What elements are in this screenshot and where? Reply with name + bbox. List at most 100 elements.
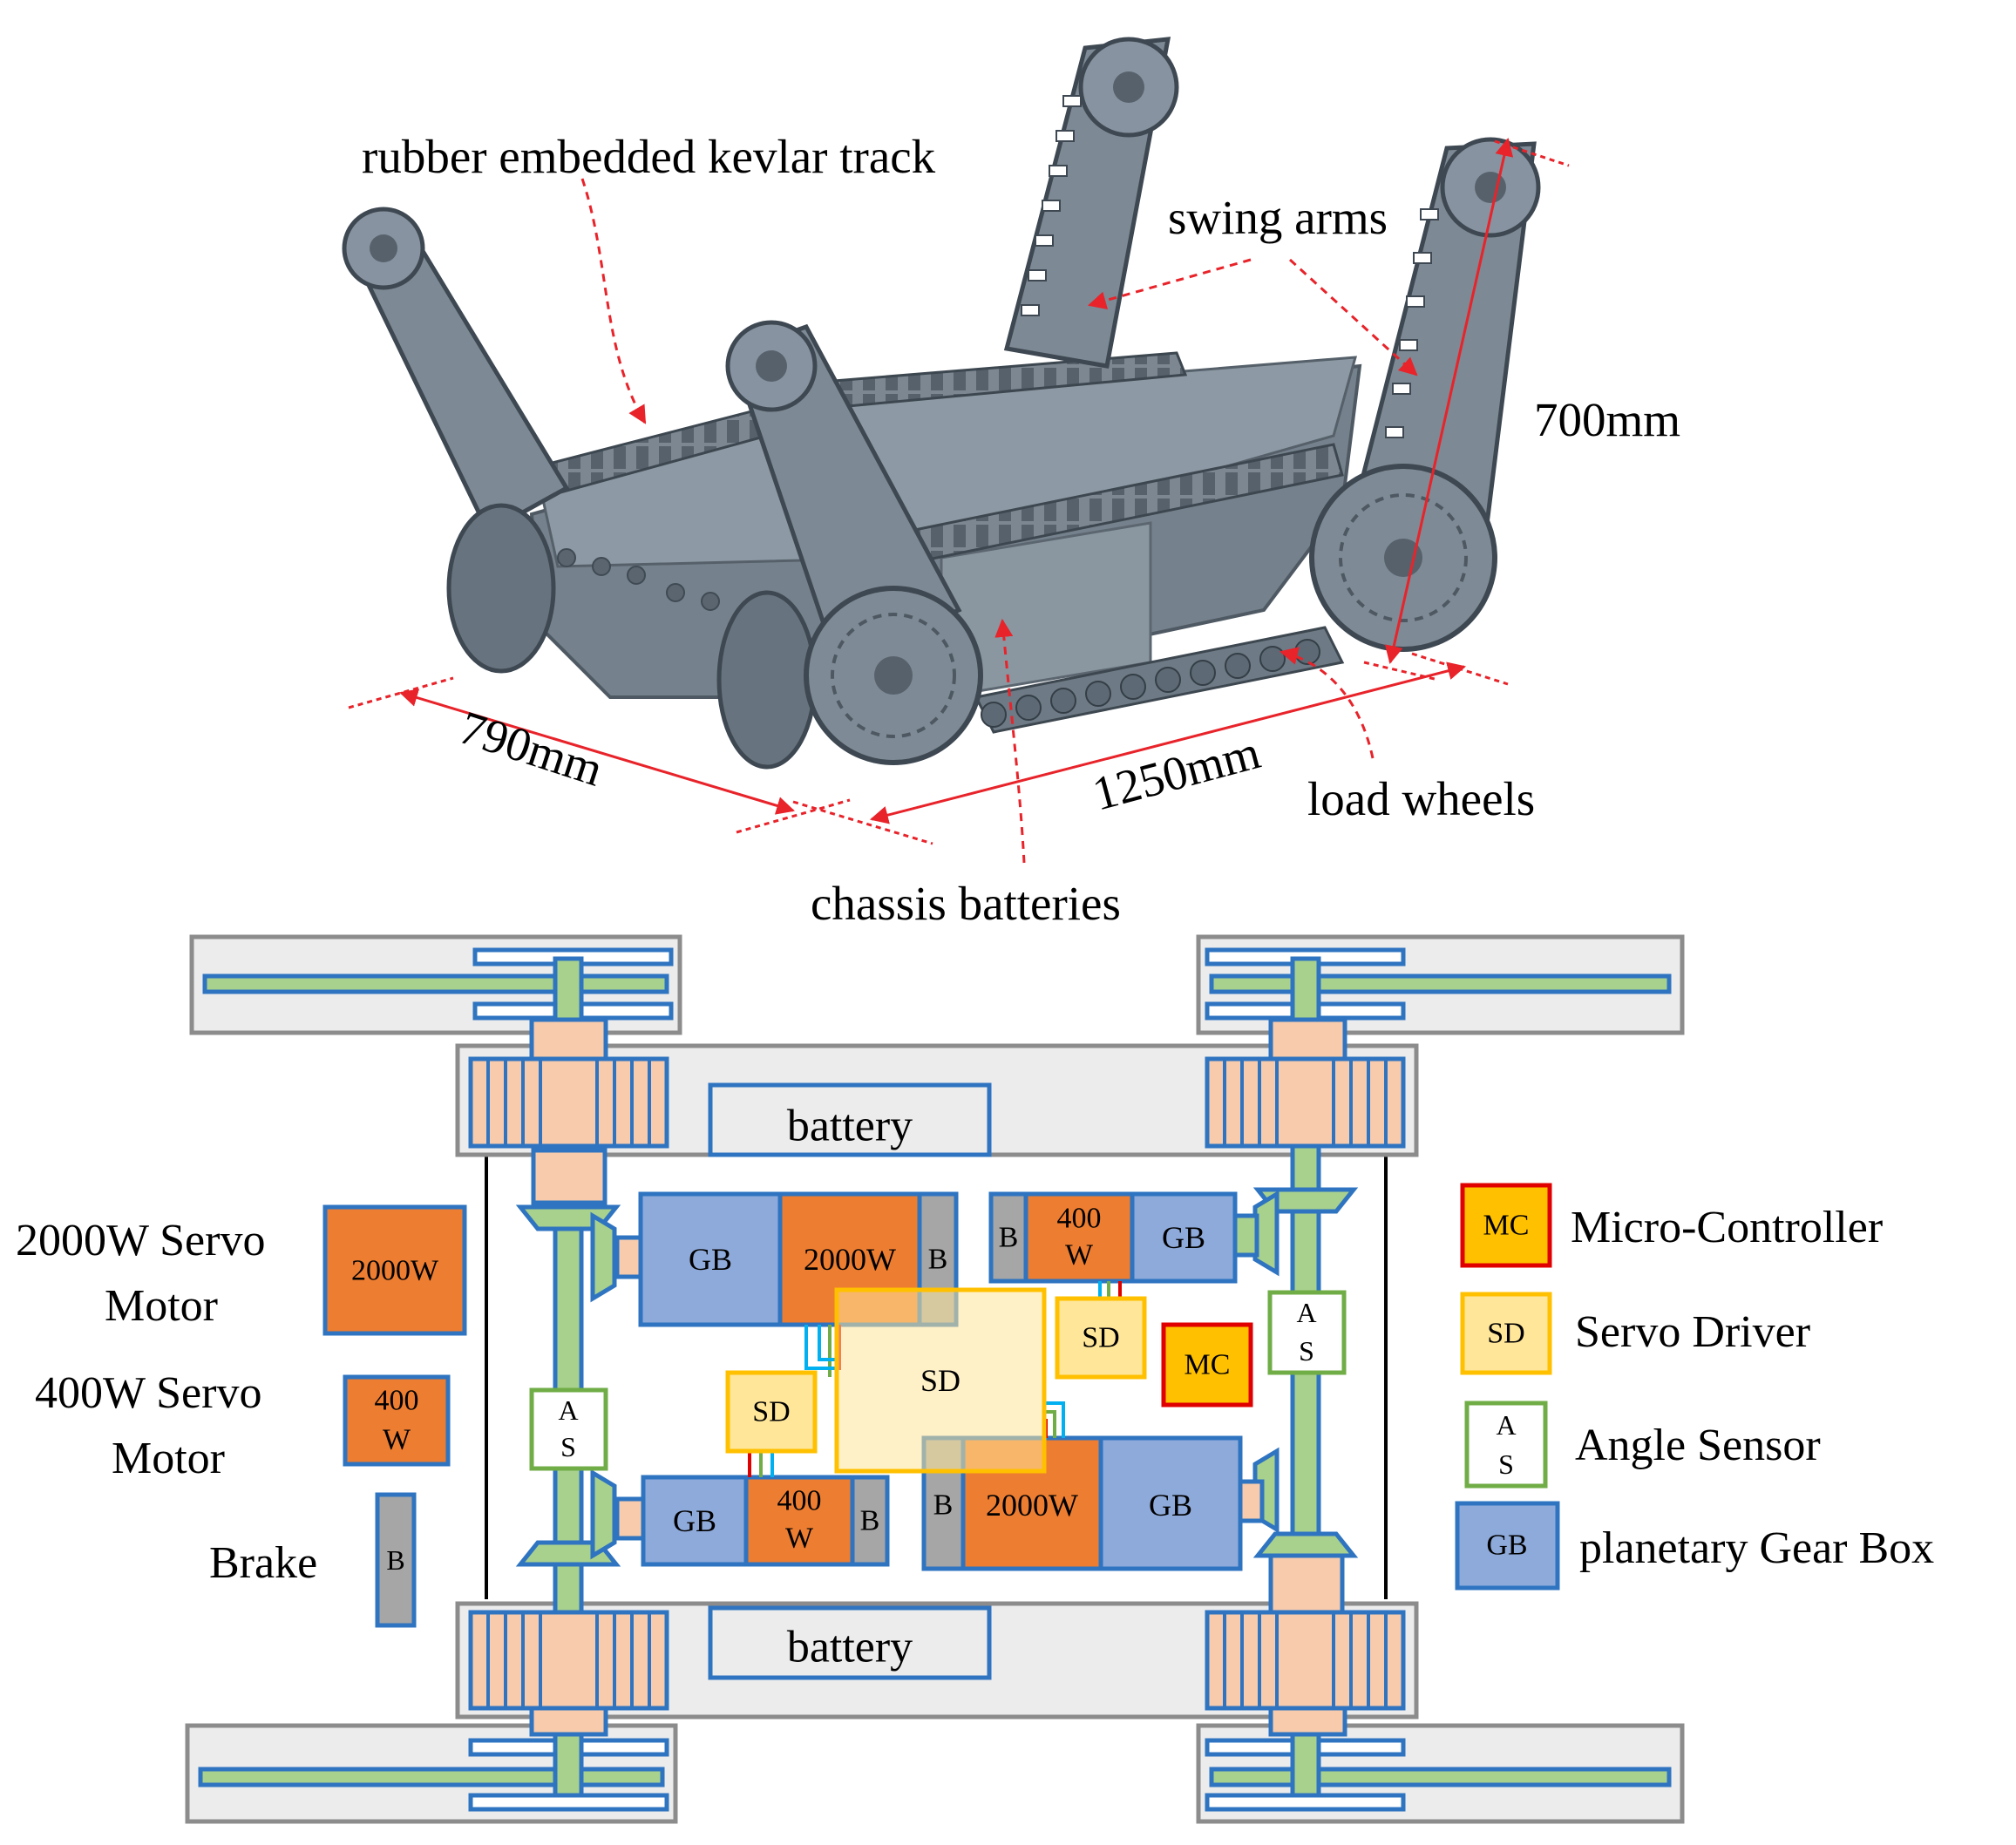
- legend-400w-swatch-label-2: W: [383, 1424, 411, 1456]
- micro-controller: [1161, 1322, 1253, 1407]
- height-dim: [1384, 137, 1514, 665]
- servo-driver-main: [834, 1287, 1047, 1474]
- label-width: 790mm: [453, 701, 609, 797]
- battery-top-label: battery: [787, 1102, 913, 1151]
- robot-illustration: rubber embedded kevlar track swing arms …: [342, 37, 1680, 930]
- coupler-tl: [531, 1148, 608, 1205]
- legend-2000w-swatch-label: 2000W: [351, 1255, 439, 1287]
- hub-back-right: [1113, 71, 1144, 103]
- legend-2000w-swatch: [322, 1204, 467, 1336]
- legend-2000w-line1: 2000W Servo: [16, 1216, 265, 1265]
- legend-brake-swatch-label: B: [386, 1544, 404, 1576]
- drive-unit-top-right: B 400 W GB: [988, 1191, 1259, 1284]
- right-legend: MC Micro-Controller SD Servo Driver A S …: [1455, 1183, 1934, 1591]
- side-ports: [557, 548, 720, 611]
- brake: [850, 1475, 890, 1567]
- angle-sensor-left-label-1: A: [558, 1394, 578, 1426]
- legend-gb-swatch: [1455, 1501, 1560, 1591]
- angle-sensor-left-label-2: S: [560, 1431, 576, 1462]
- angle-sensor-right: [1267, 1290, 1347, 1375]
- gearbox-label: GB: [1149, 1488, 1192, 1523]
- tread-teeth-back-right: [1021, 95, 1082, 316]
- servo-driver-small-bottom-label: SD: [752, 1396, 790, 1428]
- battery-bottom-box: [708, 1605, 992, 1680]
- batteries-leader: [994, 618, 1026, 864]
- gearbox: [641, 1475, 749, 1567]
- battery-top-box: [708, 1082, 992, 1157]
- micro-controller-label: MC: [1184, 1349, 1231, 1381]
- hub-back-left: [370, 234, 397, 262]
- track-leader: [580, 178, 647, 424]
- legend-gb-swatch-label: GB: [1486, 1530, 1527, 1562]
- motor-label: 2000W: [804, 1242, 896, 1277]
- legend-sd-swatch: [1460, 1292, 1552, 1375]
- swing-arms-leader-left: [1087, 258, 1252, 309]
- width-ext-left: [348, 676, 454, 709]
- legend-as-label: Angle Sensor: [1575, 1421, 1821, 1470]
- legend-2000w-line2: Motor: [105, 1281, 218, 1331]
- legend-gb-label: planetary Gear Box: [1579, 1523, 1934, 1573]
- legend-mc-swatch-label: MC: [1483, 1210, 1530, 1242]
- bevel-side-2: [590, 1469, 617, 1560]
- drive-unit-bottom-left: GB 400 W B: [614, 1475, 890, 1567]
- gearbox: [1130, 1191, 1238, 1284]
- label-track: rubber embedded kevlar track: [362, 130, 936, 183]
- motor-label-2: W: [785, 1523, 814, 1555]
- hub-front-left-wheel: [874, 656, 913, 695]
- gearbox-label: GB: [689, 1242, 732, 1277]
- servo-driver-small-top: [1055, 1296, 1147, 1380]
- gearbox: [1098, 1435, 1243, 1571]
- legend-400w-line2: Motor: [112, 1434, 225, 1483]
- legend-as-swatch-label-2: S: [1498, 1448, 1514, 1480]
- legend-400w-line1: 400W Servo: [35, 1368, 261, 1418]
- brake-label: B: [860, 1505, 880, 1537]
- sprockets: [468, 1056, 1406, 1711]
- legend-brake: Brake: [209, 1538, 317, 1588]
- load-wheels-leader: [1279, 647, 1375, 759]
- brake-label: B: [999, 1222, 1019, 1254]
- legend-400w-swatch-label-1: 400: [375, 1385, 419, 1417]
- battery-bottom-label: battery: [787, 1623, 913, 1672]
- track-shafts: [198, 973, 1672, 1787]
- drivetrain-schematic: battery battery GB 2000W B B 400 W GB: [185, 934, 1685, 1824]
- motor-label: 2000W: [986, 1488, 1078, 1523]
- brake-label: B: [933, 1489, 954, 1522]
- legend-sd-swatch-label: SD: [1487, 1318, 1524, 1350]
- legend-as-swatch-label-1: A: [1496, 1409, 1516, 1441]
- bevel-side-1: [590, 1211, 617, 1303]
- left-legend: 2000W Servo Motor 2000W 400W Servo Motor…: [16, 1204, 467, 1628]
- gearbox-label: GB: [1162, 1220, 1205, 1255]
- label-swing-arms: swing arms: [1168, 191, 1388, 244]
- angle-sensor-left: [529, 1387, 608, 1471]
- angle-sensor-right-label-1: A: [1296, 1297, 1316, 1328]
- label-height: 700mm: [1534, 393, 1680, 446]
- motor-label-2: W: [1065, 1239, 1094, 1272]
- legend-mc-label: Micro-Controller: [1571, 1203, 1883, 1252]
- label-batteries: chassis batteries: [811, 877, 1121, 930]
- motor-400w: [1023, 1191, 1135, 1284]
- wheel-back-left: [446, 503, 556, 674]
- length-ext-left: [792, 800, 933, 845]
- height-ext-top: [1494, 139, 1570, 167]
- hub-front-left: [756, 350, 787, 382]
- coupler-br: [1268, 1549, 1345, 1615]
- legend-sd-label: Servo Driver: [1575, 1307, 1810, 1357]
- length-dim: [869, 661, 1467, 824]
- label-load-wheels: load wheels: [1307, 772, 1535, 825]
- gearbox-label: GB: [673, 1503, 716, 1538]
- annotation-lines: [348, 137, 1570, 864]
- brake-label: B: [928, 1244, 948, 1276]
- wheel-front-left-side: [716, 590, 818, 770]
- angle-sensor-right-label-2: S: [1299, 1335, 1314, 1367]
- drive-unit-top-left: GB 2000W B: [614, 1191, 959, 1327]
- width-ext-right: [736, 798, 851, 834]
- gearbox: [638, 1191, 783, 1327]
- motor-label-1: 400: [1057, 1203, 1102, 1235]
- servo-driver-small-bottom: [725, 1370, 818, 1454]
- legend-as-swatch: [1464, 1401, 1548, 1489]
- hub-front-right: [1475, 172, 1506, 203]
- servo-driver-small-top-label: SD: [1082, 1322, 1119, 1354]
- legend-brake-swatch: [375, 1492, 417, 1628]
- length-ext-right: [1411, 652, 1509, 686]
- width-dim: [398, 688, 796, 815]
